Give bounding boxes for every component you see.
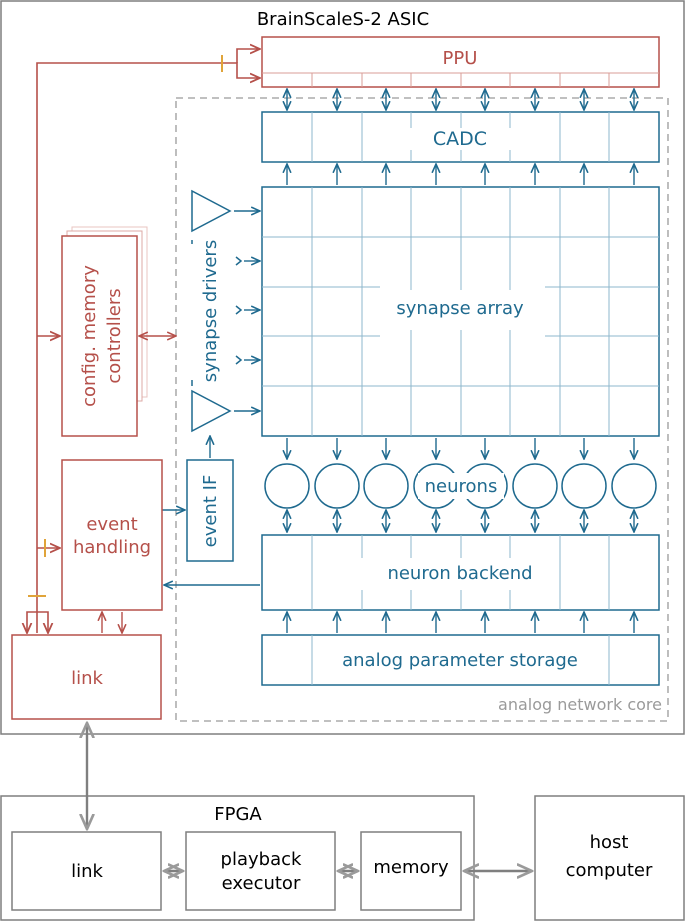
neurons-label: neurons: [425, 476, 498, 497]
config-bus: [27, 49, 260, 633]
playback-label-line2: executor: [222, 873, 301, 894]
playback-executor-box: [185, 831, 336, 911]
asic-link-block: link: [11, 634, 162, 720]
cadc-block: CADC: [261, 111, 660, 163]
bus-yellow-ticks: [28, 55, 223, 597]
synapse-drivers-block: synapse drivers: [191, 189, 260, 433]
ppu-label: PPU: [443, 48, 478, 69]
synapse-neuron-arrows: [287, 438, 634, 459]
fpga-link-label: link: [71, 861, 103, 882]
config-memory-label-line1: config. memory: [79, 265, 100, 407]
event-if-block: event IF: [186, 459, 234, 562]
analog-parameter-storage-label: analog parameter storage: [342, 650, 578, 671]
driver-triangle-top: [191, 189, 232, 233]
neuron-backend-arrows: [287, 510, 634, 532]
storage-backend-arrows: [287, 612, 634, 633]
synapse-array-label: synapse array: [396, 298, 524, 319]
neuron-backend-block: neuron backend: [261, 534, 660, 611]
cadc-label: CADC: [433, 128, 487, 150]
event-handling-block: event handling: [61, 459, 163, 611]
synapse-array-block: synapse array: [261, 186, 660, 437]
config-memory-controllers-block: config. memory controllers: [61, 226, 148, 437]
host-label-line2: computer: [566, 860, 653, 881]
fpga-link-box: [11, 831, 162, 911]
neuron-circle: [611, 463, 657, 509]
fpga-memory-box: [360, 831, 462, 911]
neurons-row: neurons: [264, 463, 657, 509]
analog-network-core-label: analog network core: [498, 695, 662, 714]
neuron-backend-label: neuron backend: [387, 563, 532, 584]
neuron-circle: [314, 463, 360, 509]
fpga-memory-label: memory: [373, 857, 449, 878]
analog-network-core-box: [175, 97, 669, 722]
fpga-block: FPGA link playback executor memory: [0, 795, 475, 921]
neuron-circle: [561, 463, 607, 509]
host-computer-block: host computer: [534, 795, 685, 921]
neuron-circle: [512, 463, 558, 509]
ppu-cadc-arrows: [287, 89, 634, 110]
ppu-block: PPU: [261, 36, 660, 88]
synapse-cadc-arrows: [287, 164, 634, 185]
fpga-title: FPGA: [214, 804, 262, 825]
event-if-label: event IF: [200, 475, 221, 548]
analog-parameter-storage-block: analog parameter storage: [261, 634, 660, 686]
driver-triangle-bottom: [191, 389, 232, 433]
event-handling-label-line1: event: [86, 514, 137, 535]
host-label-line1: host: [590, 832, 629, 853]
config-memory-label-line2: controllers: [104, 288, 125, 383]
synapse-drivers-label: synapse drivers: [200, 240, 221, 382]
asic-link-label: link: [71, 668, 103, 689]
neuron-circle: [363, 463, 409, 509]
asic-box: [0, 0, 685, 735]
asic-title: BrainScaleS-2 ASIC: [257, 9, 429, 30]
event-handling-label-line2: handling: [73, 537, 151, 558]
neuron-circle: [264, 463, 310, 509]
playback-label-line1: playback: [221, 849, 302, 870]
